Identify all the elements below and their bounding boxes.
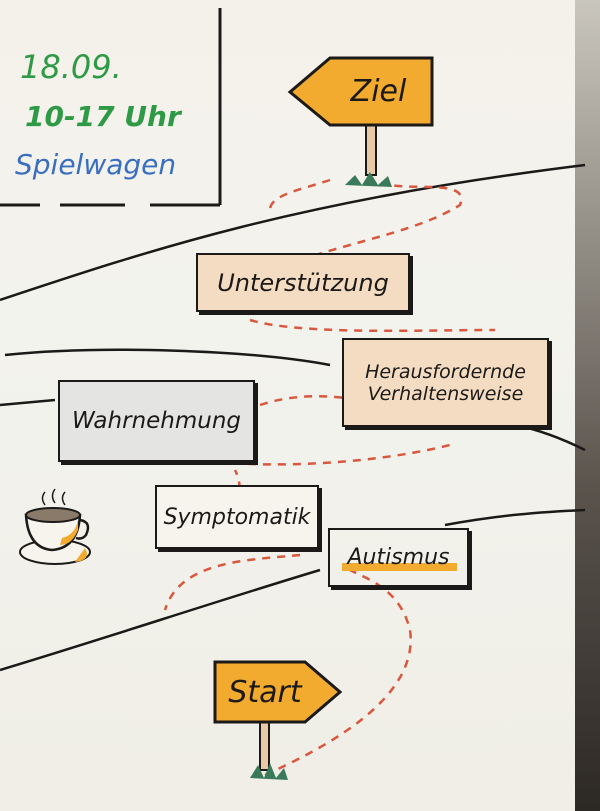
start-sign-shape [213,660,343,724]
road-edge-3 [514,423,586,452]
card-perception: Wahrnehmung [58,380,255,462]
grass-icon [345,172,392,187]
info-box-border [0,8,222,207]
card-symptoms: Symptomatik [155,485,319,549]
goal-sign-shape [287,56,434,127]
goal-sign-label: Ziel [350,74,407,109]
road-edge-4 [444,508,586,527]
road-edge-bottom [0,568,321,672]
card-challenging-behavior-line2: Verhaltensweise [367,382,524,405]
autism-highlight [342,563,457,571]
card-challenging-behavior-line1: Herausfordernde [365,360,526,383]
road-edge-top [0,163,586,302]
card-support: Unterstützung [196,253,410,312]
goal-sign-pole [365,124,377,176]
coffee-cup-icon [19,488,91,565]
grass-icon [250,763,288,780]
card-challenging-behavior: Herausfordernde Verhaltensweise [342,338,549,427]
background-room [575,0,600,811]
time-text: 10-17 Uhr [25,100,181,133]
location-text: Spielwagen [15,148,177,181]
road-edge-2 [4,348,331,367]
date-text: 18.09. [20,48,122,86]
start-sign-pole [259,719,270,771]
start-sign-label: Start [228,674,302,710]
card-autism: Autismus [328,528,469,587]
